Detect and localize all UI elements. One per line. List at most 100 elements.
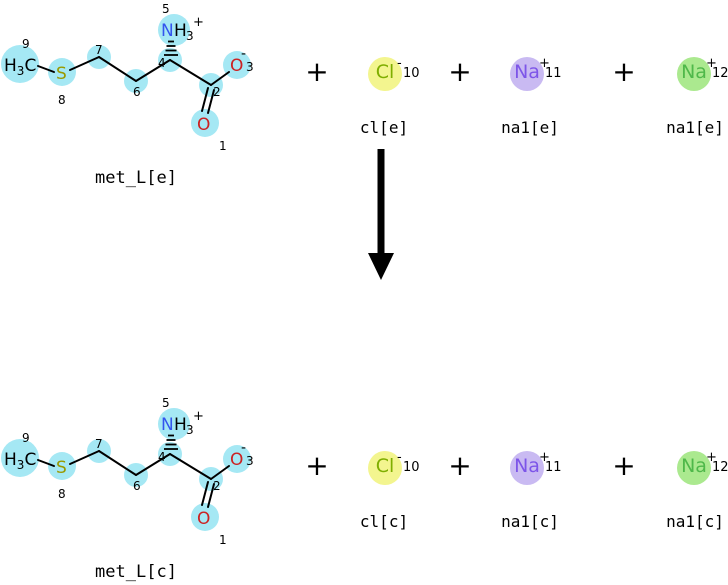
atom-map-number-9: 9 bbox=[22, 37, 30, 51]
atom-map-number-6: 6 bbox=[133, 85, 141, 99]
metabolite-label-top: met_L[e] bbox=[95, 168, 177, 188]
atom-map-number-2: 2 bbox=[213, 85, 221, 99]
atom-highlight bbox=[191, 503, 219, 531]
bond-c6-c4 bbox=[135, 59, 171, 82]
atom-map-number-5: 5 bbox=[162, 2, 170, 16]
atom-highlight bbox=[1, 45, 39, 83]
molecule-structure: H3C S N H 3 + O - O 9 8 7 6 4 5 2 3 1 bbox=[1, 396, 254, 547]
sodium-id-label-2-top: na1[e] bbox=[666, 118, 724, 137]
atom-map-number-3: 3 bbox=[246, 454, 254, 468]
sodium-symbol: Na bbox=[681, 455, 707, 477]
atom-charge-o3: - bbox=[241, 440, 246, 456]
sodium-highlight bbox=[510, 57, 544, 91]
sodium-id-label-1-bottom: na1[c] bbox=[501, 512, 559, 531]
chloride-symbol: Cl bbox=[375, 61, 395, 83]
atom-map-number-2: 2 bbox=[213, 479, 221, 493]
chloride-charge: - bbox=[397, 56, 402, 71]
metabolite-label-bottom: met_L[c] bbox=[95, 562, 177, 582]
bond-c2-o1-double-a bbox=[201, 87, 209, 112]
sodium-highlight bbox=[510, 451, 544, 485]
atom-map-number-7: 7 bbox=[95, 43, 103, 57]
atom-label-o1: O bbox=[197, 509, 210, 529]
atom-map-number-4: 4 bbox=[158, 450, 166, 464]
bond-c9-s8 bbox=[37, 65, 55, 73]
atom-label-n5-h: H bbox=[174, 21, 187, 41]
sodium-charge: + bbox=[706, 56, 717, 71]
chloride-map-number: 10 bbox=[403, 66, 420, 81]
sodium-charge: + bbox=[539, 56, 550, 71]
sodium-charge: + bbox=[706, 450, 717, 465]
atom-label-c9: H3C bbox=[4, 450, 36, 472]
plus-sign: + bbox=[448, 449, 472, 482]
atom-label-n5-h: H bbox=[174, 415, 187, 435]
atom-highlight bbox=[48, 58, 76, 86]
arrow-shaft bbox=[377, 149, 385, 255]
stereo-hash-bond-c4-n5 bbox=[164, 434, 178, 450]
metabolite-structure-top: H3C S N H 3 + O - O 9 8 7 6 4 5 2 3 1 bbox=[0, 0, 280, 200]
sodium-symbol: Na bbox=[681, 61, 707, 83]
atom-map-number-4: 4 bbox=[158, 56, 166, 70]
sodium-map-number: 12 bbox=[712, 66, 728, 81]
atom-highlight bbox=[48, 452, 76, 480]
bond-c7-c6 bbox=[98, 56, 137, 82]
atom-label-c9: H3C bbox=[4, 56, 36, 78]
atom-label-o1: O bbox=[197, 115, 210, 135]
sodium-map-number: 11 bbox=[545, 460, 562, 475]
bond-c2-o1-double-b bbox=[207, 89, 215, 114]
chloride-highlight bbox=[368, 451, 402, 485]
bond-s8-c7 bbox=[69, 450, 100, 465]
atom-highlight bbox=[191, 109, 219, 137]
atom-label-s8: S bbox=[56, 64, 67, 84]
chloride-symbol: Cl bbox=[375, 455, 395, 477]
sodium-symbol: Na bbox=[514, 61, 540, 83]
atom-highlight bbox=[1, 439, 39, 477]
bond-c6-c4 bbox=[135, 453, 171, 476]
sodium-highlight bbox=[677, 451, 711, 485]
molecule-structure: H3C S N H 3 + O - O 9 8 7 6 4 5 2 3 1 bbox=[1, 2, 254, 153]
stereo-hash-bond-c4-n5 bbox=[164, 40, 178, 56]
atom-map-numbers: 9 8 7 6 4 5 2 3 1 bbox=[22, 2, 254, 153]
bond-c9-s8 bbox=[37, 459, 55, 467]
chloride-ion-top: Cl - 10 bbox=[359, 55, 420, 93]
bond-c7-c6 bbox=[98, 450, 137, 476]
reaction-arrow bbox=[368, 149, 394, 280]
plus-sign: + bbox=[305, 55, 329, 88]
sodium-id-label-2-bottom: na1[c] bbox=[666, 512, 724, 531]
bond-c2-o3 bbox=[210, 465, 230, 480]
atom-label-n5-sub: 3 bbox=[186, 29, 194, 43]
plus-sign: + bbox=[612, 55, 636, 88]
sodium-highlight bbox=[677, 57, 711, 91]
chloride-ion-bottom: Cl - 10 bbox=[359, 449, 420, 487]
chloride-charge: - bbox=[397, 450, 402, 465]
bonds bbox=[37, 56, 230, 114]
sodium-symbol: Na bbox=[514, 455, 540, 477]
metabolite-structure-bottom: H3C S N H 3 + O - O 9 8 7 6 4 5 2 3 1 bbox=[0, 394, 280, 585]
plus-sign: + bbox=[448, 55, 472, 88]
chloride-id-label-bottom: cl[c] bbox=[359, 512, 409, 531]
chloride-highlight bbox=[368, 57, 402, 91]
atom-labels: H3C S N H 3 + O - O bbox=[4, 15, 246, 135]
chloride-map-number: 10 bbox=[403, 460, 420, 475]
sodium-map-number: 12 bbox=[712, 460, 728, 475]
atom-charge-o3: - bbox=[241, 46, 246, 62]
bond-c4-c2 bbox=[169, 59, 212, 86]
sodium-ion-1-bottom: Na + 11 bbox=[501, 449, 562, 487]
atom-map-number-9: 9 bbox=[22, 431, 30, 445]
atom-charge-n5: + bbox=[193, 409, 204, 424]
atom-charge-n5: + bbox=[193, 15, 204, 30]
atom-map-number-1: 1 bbox=[219, 533, 227, 547]
atom-label-s8: S bbox=[56, 458, 67, 478]
atom-label-n5-sub: 3 bbox=[186, 423, 194, 437]
atom-map-number-8: 8 bbox=[58, 93, 66, 107]
bond-s8-c7 bbox=[69, 56, 100, 71]
atom-map-number-5: 5 bbox=[162, 396, 170, 410]
atom-label-o3: O bbox=[230, 450, 243, 470]
bonds bbox=[37, 450, 230, 508]
bond-c2-o1-double-b bbox=[207, 483, 215, 508]
atom-labels: H3C S N H 3 + O - O bbox=[4, 409, 246, 529]
sodium-map-number: 11 bbox=[545, 66, 562, 81]
atom-map-number-6: 6 bbox=[133, 479, 141, 493]
atom-map-number-3: 3 bbox=[246, 60, 254, 74]
bond-c4-c2 bbox=[169, 453, 212, 480]
atom-highlight bbox=[158, 408, 190, 440]
